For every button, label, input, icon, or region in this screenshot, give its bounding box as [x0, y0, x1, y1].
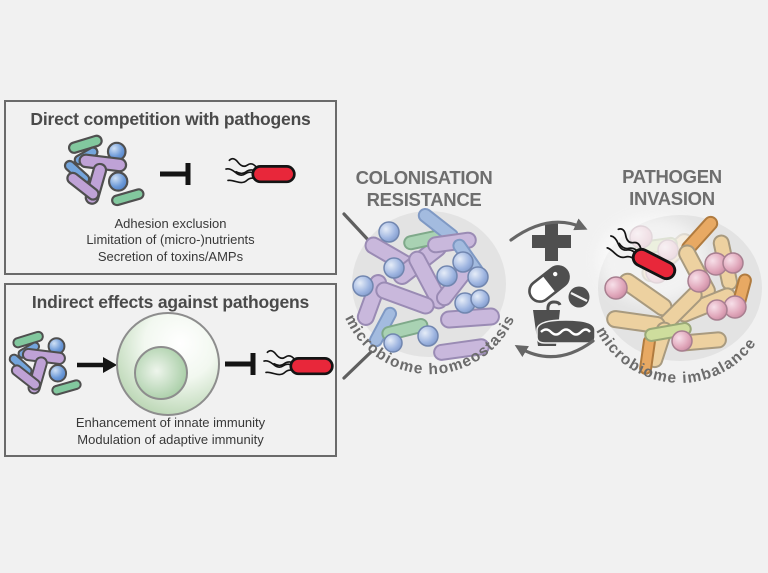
- mechanism-line: Enhancement of innate immunity: [75, 415, 266, 430]
- panel-indirect-art: [6, 312, 334, 416]
- perturbation-icons: [509, 218, 596, 359]
- pill-icon: [528, 265, 590, 308]
- plus-icon: [532, 222, 571, 261]
- cycle-arrow-top-icon: [509, 218, 588, 242]
- colonisation-resistance-title: COLONISATION RESISTANCE: [314, 167, 534, 211]
- inhibition-icon: [160, 163, 188, 185]
- panel-indirect-title: Indirect effects against pathogens: [31, 292, 310, 312]
- arrow-icon: [77, 357, 117, 373]
- mechanism-line: Modulation of adaptive immunity: [77, 431, 264, 447]
- fast-food-icon: [533, 300, 596, 346]
- commensal-bacteria-group: [352, 207, 500, 361]
- cell-nucleus: [134, 346, 188, 400]
- panel-direct-art: [61, 133, 296, 208]
- host-cell-icon: [116, 312, 220, 416]
- title-line: INVASION: [629, 188, 715, 209]
- panel-direct-mechanisms: Adhesion exclusion Limitation of (micro-…: [6, 216, 335, 266]
- bacteria-cluster-icon: [6, 329, 83, 397]
- panel-direct-title: Direct competition with pathogens: [30, 109, 311, 129]
- title-line: RESISTANCE: [366, 189, 482, 210]
- bacteria-cluster-icon: [61, 133, 146, 208]
- panel-indirect-effects: Indirect effects against pathogens Enhan…: [4, 283, 337, 457]
- tablet-icon: [568, 286, 590, 308]
- panel-indirect-mechanisms: Enhancement of innate immunity Modulatio…: [6, 415, 335, 448]
- pathogen-icon: [224, 157, 296, 184]
- mechanism-line: Adhesion exclusion: [114, 215, 227, 231]
- title-line: COLONISATION: [355, 167, 493, 188]
- pathogen-invasion-title: PATHOGEN INVASION: [562, 166, 768, 210]
- mechanism-line: Limitation of (micro-)nutrients: [86, 232, 255, 247]
- inhibition-icon: [225, 353, 253, 375]
- microbiome-imbalance-circle: microbiome imbalance: [593, 215, 762, 387]
- panel-direct-competition: Direct competition with pathogens Adhesi…: [4, 100, 337, 275]
- pathogen-icon: [262, 349, 334, 376]
- mechanism-line: Secretion of toxins/AMPs: [97, 248, 244, 264]
- title-line: PATHOGEN: [622, 166, 722, 187]
- cycle-arrow-bottom-icon: [514, 339, 595, 359]
- panel-to-circle-connector: [342, 212, 373, 380]
- microbiome-homeostasis-circle: microbiome homeostasis: [341, 207, 517, 378]
